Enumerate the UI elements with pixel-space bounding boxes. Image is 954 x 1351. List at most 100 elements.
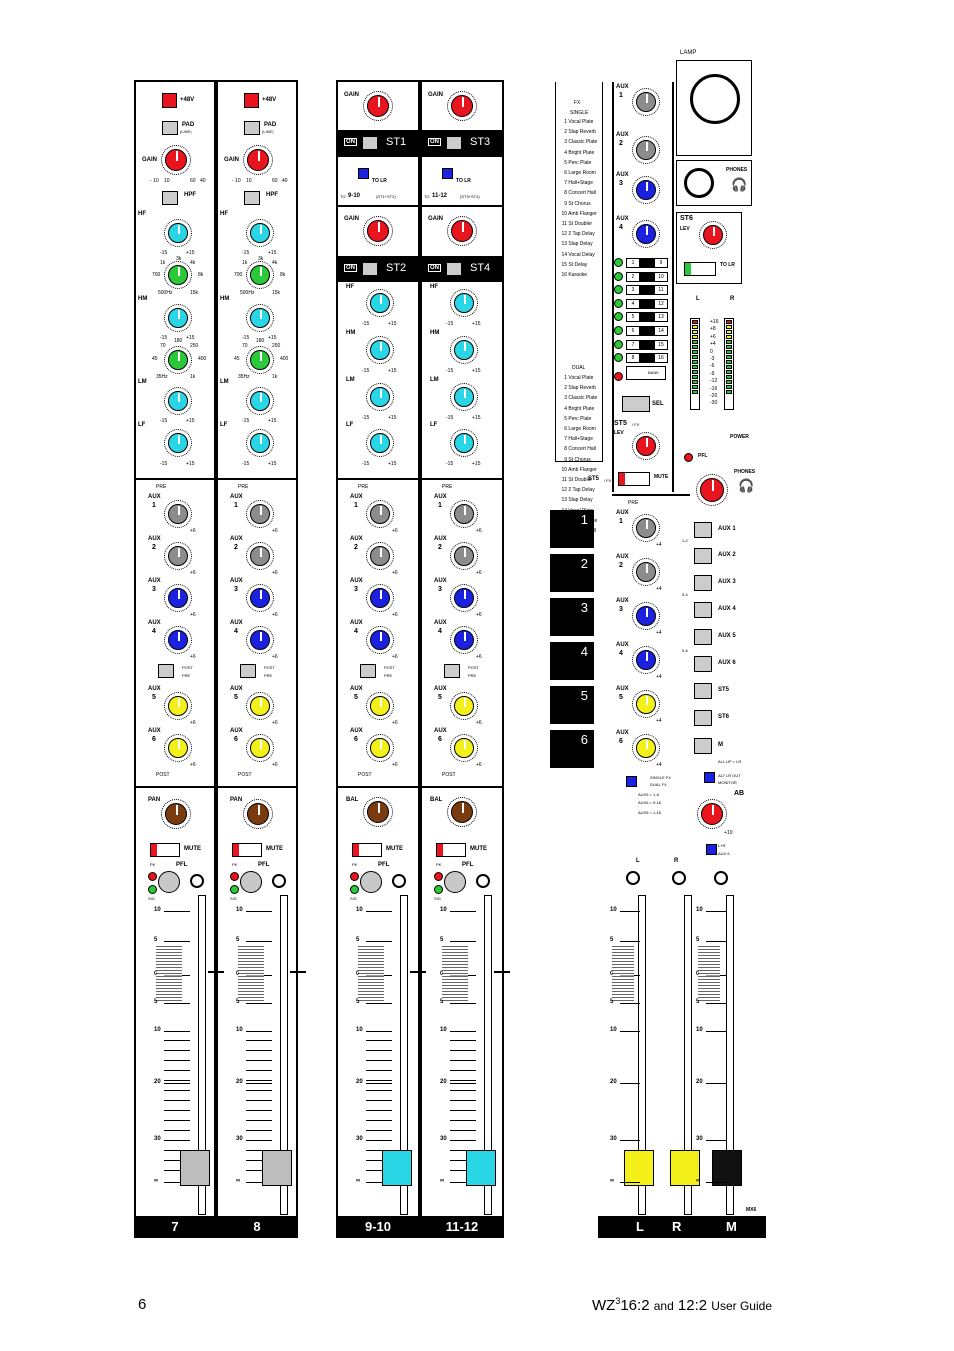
fx-bank-slot-7[interactable]: [626, 339, 668, 350]
routing-button-1[interactable]: [694, 522, 712, 538]
aux-prepost-button-11-12[interactable]: [444, 664, 460, 678]
aux-prepost-button-9-10[interactable]: [360, 664, 376, 678]
fx-bank-slot-1[interactable]: [626, 258, 668, 268]
fx-aux-label-3: AUX: [616, 172, 629, 178]
knob-scale-ring: [164, 626, 192, 654]
pfl-button-11-12[interactable]: [444, 871, 466, 893]
knob-scale-ring: [164, 346, 192, 374]
on-button-a-9-10[interactable]: [362, 136, 378, 150]
pad-button-7[interactable]: [162, 121, 178, 135]
master-tick-1-5: [706, 1083, 726, 1084]
aux-max-3-9-10: +6: [392, 612, 398, 618]
fx-bank-slot-6[interactable]: [626, 326, 668, 336]
routing-button-6[interactable]: [694, 656, 712, 672]
mute-indicator-8: [233, 844, 239, 856]
routing-button-5[interactable]: [694, 629, 712, 645]
mute-button-9-10[interactable]: [352, 843, 382, 857]
phantom-switch-7[interactable]: [162, 93, 177, 108]
master-scale-0-6: 30: [610, 1136, 617, 1142]
fader-minor-tick-8: [246, 1080, 272, 1081]
meter-segment: [692, 365, 698, 369]
aux-prepost-button-8[interactable]: [240, 664, 256, 678]
hpf-button-7[interactable]: [162, 191, 178, 205]
master-aux-max-2: +4: [656, 586, 662, 592]
fx-bank-num-b-4: 12: [655, 299, 667, 308]
master-fader-knob-L[interactable]: [624, 1150, 654, 1186]
mute-button-7[interactable]: [150, 843, 180, 857]
master-fader-knob-R[interactable]: [670, 1150, 700, 1186]
pfl-button-7[interactable]: [158, 871, 180, 893]
on-label-a-9-10: ON: [344, 138, 357, 146]
eq-min-lm-9-10: -15: [362, 415, 370, 421]
phones-headphones-icon: 🎧: [738, 478, 755, 493]
pad-button-8[interactable]: [244, 121, 260, 135]
gain-scale-hi2-7: 40: [200, 178, 206, 184]
on-button-b-11-12[interactable]: [446, 262, 462, 276]
on-bar-a-11-12: [420, 130, 504, 157]
aux-prepost-button-7[interactable]: [158, 664, 174, 678]
phantom-label-7: +48V: [180, 97, 195, 103]
meter-scale-9: -16: [710, 385, 718, 392]
fader-knob-8[interactable]: [262, 1150, 292, 1186]
routing-button-9[interactable]: [694, 738, 712, 754]
gain-scale-hi2-8: 40: [282, 178, 288, 184]
fader-knob-9-10[interactable]: [382, 1150, 412, 1186]
knob-scale-ring: [697, 799, 727, 829]
knob-scale-ring: [699, 221, 727, 249]
on-button-a-11-12[interactable]: [446, 136, 462, 150]
block-divider-9-10: [336, 205, 420, 207]
fader-minor-tick-7: [164, 1170, 190, 1171]
aux-number-4-9-10: 4: [354, 628, 358, 635]
hpf-button-8[interactable]: [244, 191, 260, 205]
fx-bank-slot-2[interactable]: [626, 271, 668, 282]
mute-button-8[interactable]: [232, 843, 262, 857]
routing-button-3[interactable]: [694, 575, 712, 591]
fader-knob-11-12[interactable]: [466, 1150, 496, 1186]
master-scale-1-5: 20: [696, 1079, 703, 1085]
route-switch-11-12[interactable]: [442, 168, 453, 179]
fx-dual-item: 2 Slap Reverb: [564, 385, 596, 392]
fx-bank-slot-8[interactable]: [626, 353, 668, 364]
meter-l-label: L: [696, 296, 700, 302]
fx-name: Slap Reverb: [568, 385, 596, 392]
eq-max-hm-9-10: +15: [388, 368, 397, 374]
master-fader-knob-M[interactable]: [712, 1150, 742, 1186]
fx-mode-switch[interactable]: [626, 776, 637, 787]
routing-button-4[interactable]: [694, 602, 712, 618]
phantom-switch-8[interactable]: [244, 93, 259, 108]
routing-button-2[interactable]: [694, 548, 712, 564]
fx-bank-slot-3[interactable]: [626, 285, 668, 296]
fx-bank-num-b-3: 11: [655, 286, 667, 295]
fx-bank-button[interactable]: [626, 366, 666, 380]
pfl-button-8[interactable]: [240, 871, 262, 893]
pk-label-9-10: PK: [352, 862, 358, 867]
routing-button-7[interactable]: [694, 683, 712, 699]
on-button-b-9-10[interactable]: [362, 262, 378, 276]
fader-scale-5-11-12: 20: [440, 1079, 447, 1085]
fader-track-11-12: [484, 895, 492, 1215]
to-lr-label-11-12: TO LR: [456, 178, 471, 184]
pfl-button-9-10[interactable]: [360, 871, 382, 893]
knob-scale-ring: [450, 289, 478, 317]
fader-scale-1-9-10: 5: [356, 937, 360, 943]
st6-to-lr-button[interactable]: [684, 262, 716, 276]
mute-button-11-12[interactable]: [436, 843, 466, 857]
knob-scale-ring: [164, 219, 192, 247]
route-switch-9-10[interactable]: [358, 168, 369, 179]
fx-bank-slot-4[interactable]: [626, 298, 668, 309]
phones-jack[interactable]: [684, 168, 714, 198]
fader-knob-7[interactable]: [180, 1150, 210, 1186]
monitor-source-switch[interactable]: [706, 844, 717, 855]
xlr-lamp-socket[interactable]: [690, 74, 740, 124]
fader-minor-tick-8: [246, 1120, 272, 1121]
eq-min-2-7: -15: [160, 418, 168, 424]
gain-label-b-11-12: GAIN: [428, 216, 443, 222]
alt-lr-switch[interactable]: [704, 772, 715, 783]
routing-button-8[interactable]: [694, 710, 712, 726]
master-aux-number-6: 6: [619, 738, 623, 745]
fx-sel-button[interactable]: [622, 396, 650, 412]
fx-mute-button[interactable]: [618, 472, 650, 486]
fx-bank-slot-5[interactable]: [626, 312, 668, 323]
fader-scale-3-7: 5: [154, 999, 158, 1005]
fader-minor-tick-11-12: [450, 1110, 476, 1111]
